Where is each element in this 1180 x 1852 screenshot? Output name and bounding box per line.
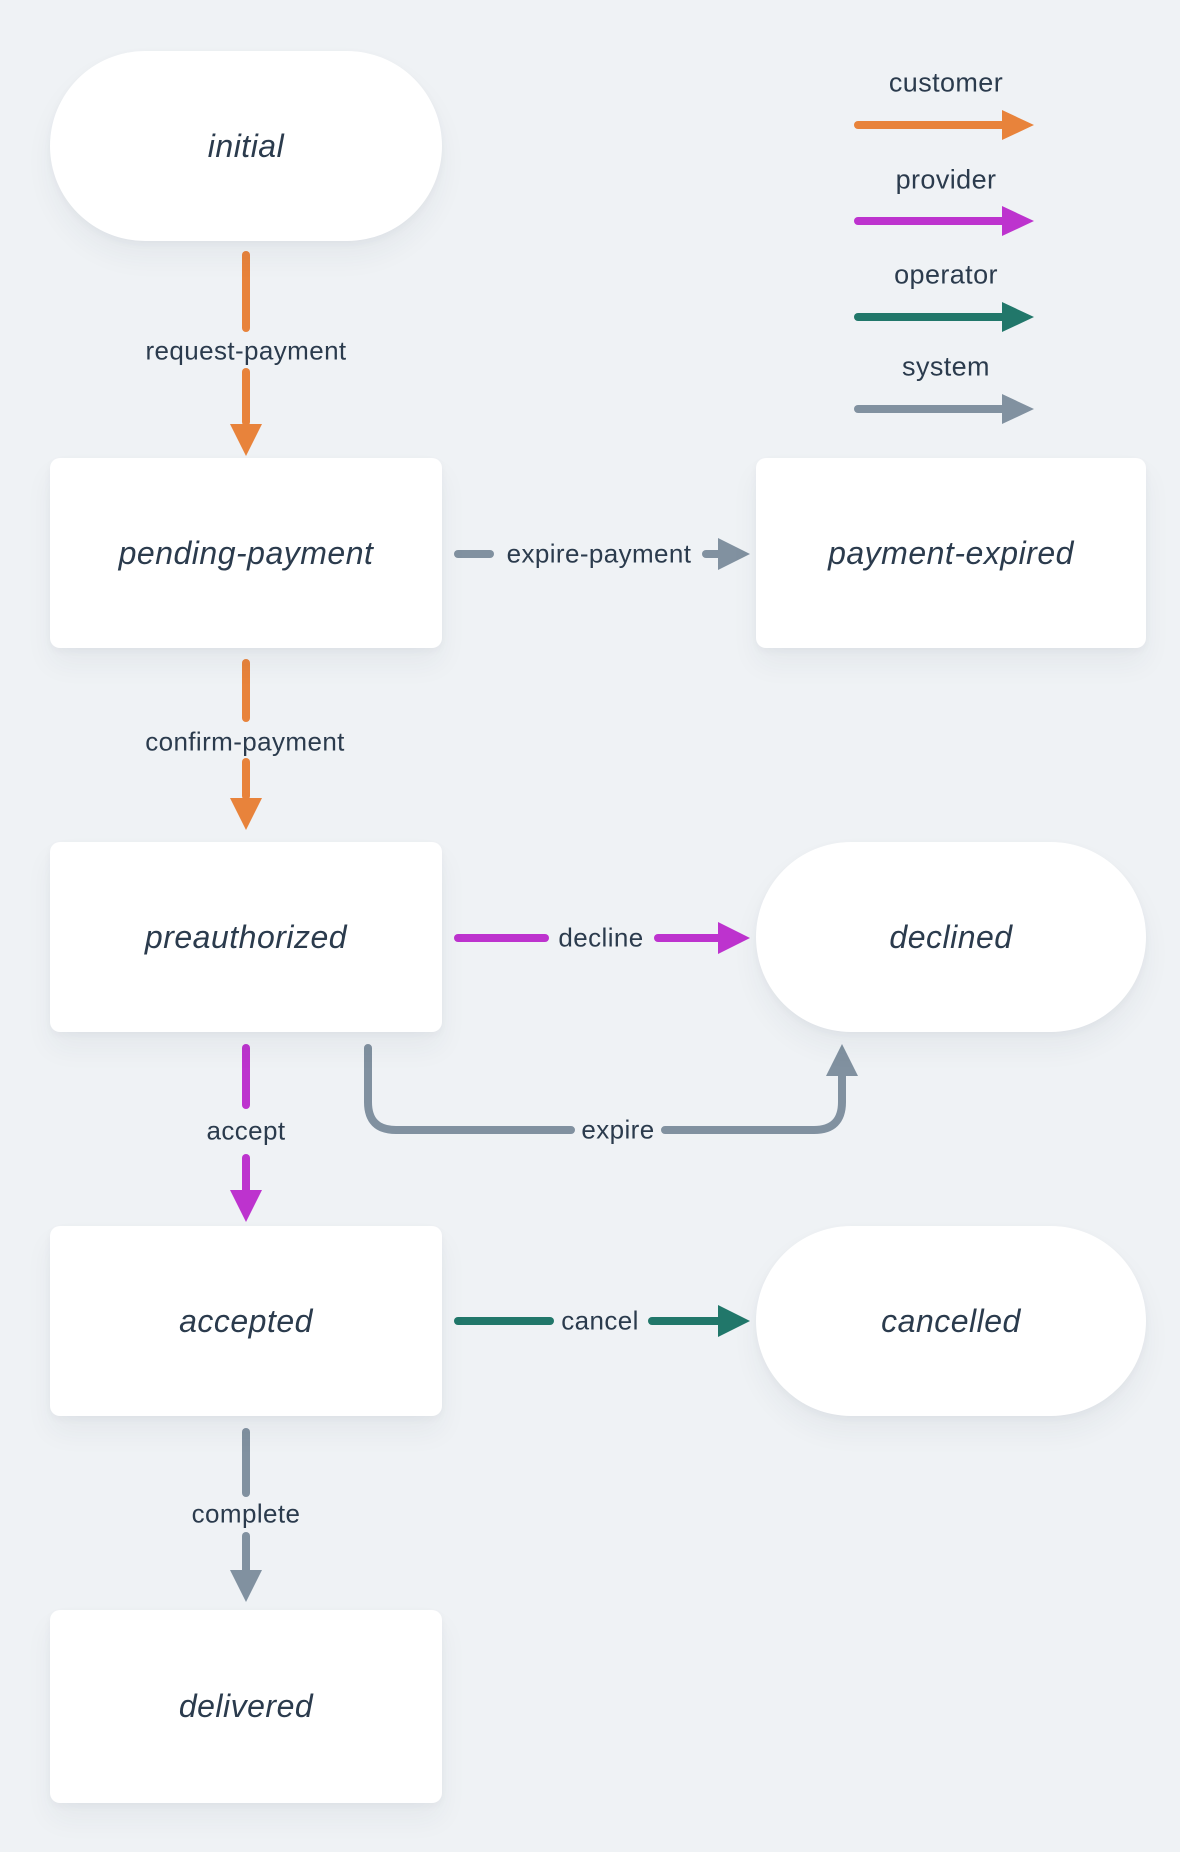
legend-arrow-operator [854, 302, 1034, 332]
node-initial: initial [50, 51, 442, 241]
node-declined: declined [756, 842, 1146, 1032]
edge-expire-arrow [364, 1044, 858, 1134]
edge-accept-label: accept [206, 1115, 286, 1146]
legend-arrow-system [854, 394, 1034, 424]
edge-cancel-arrow [454, 1305, 750, 1337]
legend-label-operator: operator [894, 259, 998, 290]
edge-expire-payment-label: expire-payment [506, 538, 692, 569]
legend-label-system: system [902, 351, 990, 382]
edge-confirm-payment-label: confirm-payment [145, 726, 345, 757]
legend-label-customer: customer [888, 67, 1004, 98]
node-accepted-label: accepted [179, 1302, 313, 1339]
edge-complete-arrow [230, 1428, 262, 1602]
node-preauthorized: preauthorized [50, 842, 442, 1032]
node-initial-label: initial [207, 127, 285, 164]
edge-request-payment-label: request-payment [145, 335, 347, 366]
edge-complete-label: complete [191, 1498, 301, 1529]
legend-arrow-provider [854, 206, 1034, 236]
edge-decline-arrow [454, 922, 750, 954]
node-delivered-label: delivered [178, 1688, 314, 1724]
node-cancelled-label: cancelled [881, 1302, 1021, 1339]
node-pending-payment-label: pending-payment [118, 534, 374, 571]
node-payment-expired: payment-expired [756, 458, 1146, 648]
node-delivered: delivered [50, 1610, 442, 1803]
node-declined-label: declined [889, 918, 1013, 955]
node-pending-payment: pending-payment [50, 458, 442, 648]
edge-decline-label: decline [558, 922, 644, 953]
edge-accept-arrow [230, 1044, 262, 1222]
legend-label-provider: provider [895, 164, 997, 195]
edge-expire-label: expire [581, 1114, 655, 1145]
legend-arrow-customer [854, 110, 1034, 140]
edge-confirm-payment-arrow [230, 659, 262, 830]
edge-request-payment-arrow [230, 251, 262, 456]
edge-expire-payment-arrow [454, 538, 750, 570]
edge-cancel-label: cancel [561, 1305, 639, 1336]
node-payment-expired-label: payment-expired [828, 534, 1074, 571]
node-preauthorized-label: preauthorized [144, 918, 348, 955]
node-cancelled: cancelled [756, 1226, 1146, 1416]
node-accepted: accepted [50, 1226, 442, 1416]
